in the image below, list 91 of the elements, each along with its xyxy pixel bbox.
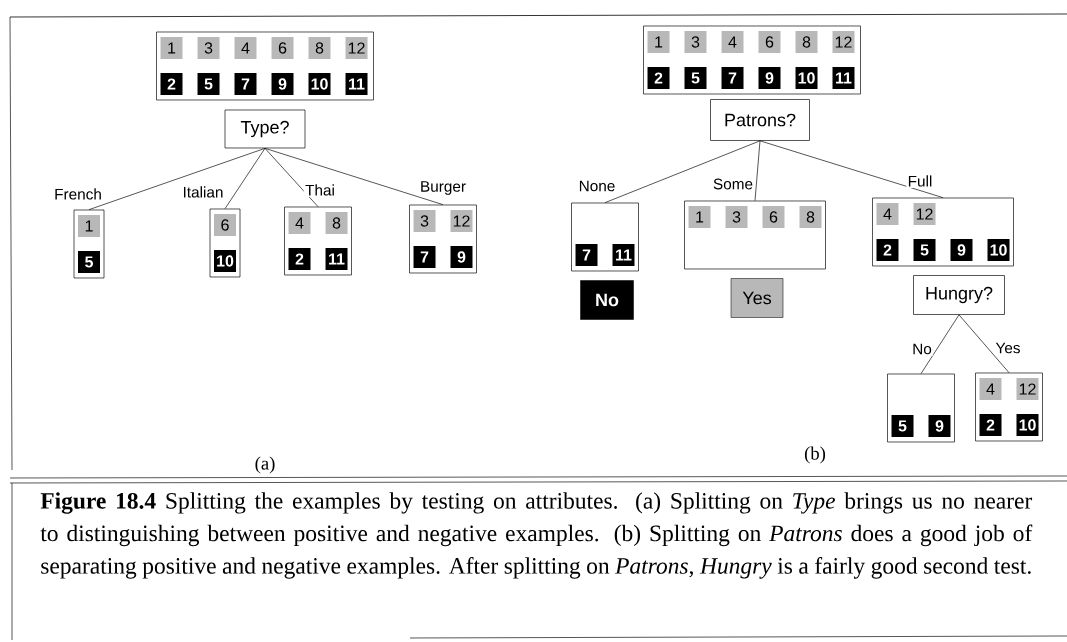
example-tile: 1 — [78, 215, 100, 237]
example-tile: 2 — [160, 73, 183, 95]
example-tile: 2 — [647, 67, 670, 89]
example-tile: 3 — [684, 31, 707, 53]
edge-label: French — [52, 187, 104, 201]
example-tile: 1 — [688, 206, 711, 228]
edge-label: Some — [711, 177, 755, 191]
example-tile: 5 — [913, 239, 936, 261]
example-tile: 11 — [345, 73, 368, 95]
example-box — [409, 204, 477, 274]
example-tile: 3 — [413, 210, 436, 232]
example-tile: 12 — [1016, 378, 1039, 400]
example-box — [571, 202, 639, 272]
branch-line — [759, 140, 944, 198]
example-tile: 4 — [234, 37, 257, 59]
example-tile: 6 — [271, 37, 294, 59]
panel-label: (a) — [255, 456, 275, 474]
branch-line — [604, 140, 761, 203]
example-tile: 8 — [795, 31, 818, 53]
example-tile: 2 — [876, 239, 899, 261]
example-tile: 7 — [234, 73, 257, 95]
example-tile: 2 — [979, 414, 1002, 436]
class-label-box: Yes — [730, 278, 784, 318]
example-tile: 9 — [758, 67, 781, 89]
branch-line — [958, 314, 1010, 373]
edge-label: None — [577, 179, 617, 193]
example-tile: 6 — [214, 214, 236, 236]
example-tile: 12 — [913, 203, 936, 225]
panel-label: (b) — [804, 446, 826, 464]
branch-line — [920, 314, 960, 374]
edge-label: Thai — [303, 183, 337, 197]
example-tile: 7 — [721, 67, 744, 89]
example-tile: 9 — [271, 73, 294, 95]
example-tile: 3 — [725, 206, 748, 228]
example-box — [209, 208, 241, 278]
example-box — [872, 197, 1014, 267]
example-tile: 11 — [612, 244, 635, 266]
edge-label: No — [910, 342, 934, 356]
example-tile: 5 — [78, 251, 100, 273]
example-tile: 11 — [325, 248, 348, 270]
example-tile: 7 — [575, 244, 598, 266]
example-tile: 5 — [684, 67, 707, 89]
example-tile: 7 — [413, 246, 436, 268]
example-tile: 6 — [762, 206, 785, 228]
example-tile: 8 — [325, 212, 348, 234]
example-box — [643, 25, 861, 95]
attribute-test-box: Hungry? — [913, 275, 1005, 315]
example-tile: 9 — [950, 239, 973, 261]
example-box — [887, 373, 955, 443]
example-tile: 10 — [795, 67, 818, 89]
example-tile: 8 — [799, 206, 822, 228]
branch-line — [224, 148, 266, 209]
example-tile: 2 — [288, 248, 311, 270]
example-tile: 5 — [197, 73, 220, 95]
caption: Figure 18.4 Splitting the examples by testing on attributes. (a) Splitting on Type brings us no nearer to distinguishing between positive and negative examples. (b) Splitting on Patrons does a good job of separating positive and negative examples. After splitting on Patrons, Hungry is a fairly good second test. — [40, 492, 1033, 579]
example-tile: 12 — [832, 31, 855, 53]
branch-line — [264, 148, 444, 205]
edge-label: Full — [906, 174, 934, 188]
example-box — [156, 31, 374, 101]
example-box — [73, 209, 105, 279]
example-tile: 8 — [308, 37, 331, 59]
example-tile: 4 — [721, 31, 744, 53]
edge-label: Yes — [994, 341, 1022, 355]
example-tile: 4 — [288, 212, 311, 234]
example-tile: 10 — [214, 250, 236, 272]
edge-label: Italian — [181, 185, 225, 199]
class-label-box: No — [580, 280, 634, 320]
example-tile: 6 — [758, 31, 781, 53]
example-tile: 10 — [308, 73, 331, 95]
example-tile: 3 — [197, 37, 220, 59]
branch-line — [88, 148, 266, 210]
branch-line — [264, 148, 319, 207]
example-box — [684, 200, 826, 270]
edge-label: Burger — [418, 179, 468, 197]
example-tile: 10 — [1016, 414, 1039, 436]
example-tile: 9 — [928, 415, 951, 437]
example-tile: 12 — [450, 210, 473, 232]
branch-line — [754, 140, 761, 201]
example-tile: 4 — [876, 203, 899, 225]
example-tile: 12 — [345, 37, 368, 59]
example-tile: 1 — [647, 31, 670, 53]
example-box — [284, 206, 352, 276]
example-tile: 1 — [160, 37, 183, 59]
example-tile: 4 — [979, 378, 1002, 400]
example-tile: 10 — [987, 239, 1010, 261]
example-tile: 5 — [891, 415, 914, 437]
example-box — [975, 372, 1043, 442]
attribute-test-box: Type? — [224, 109, 306, 149]
attribute-test-box: Patrons? — [710, 99, 810, 141]
example-tile: 11 — [832, 67, 855, 89]
example-tile: 9 — [450, 246, 473, 268]
